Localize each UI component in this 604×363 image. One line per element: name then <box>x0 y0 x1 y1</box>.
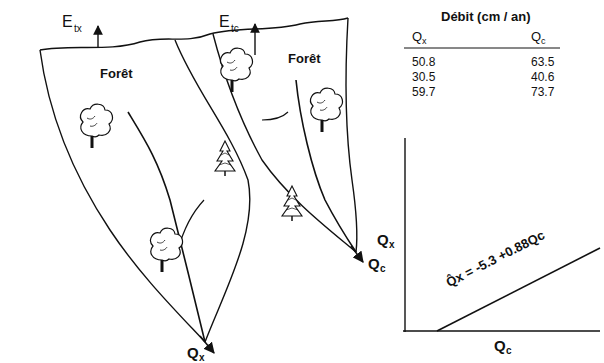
axis-label-subscript: x <box>389 240 395 250</box>
table-cell: 40.6 <box>531 71 554 83</box>
axis-label: Q <box>494 338 506 353</box>
flux-subscript: tx <box>74 24 82 34</box>
flux-symbol: E <box>62 14 73 30</box>
table-cell: 50.8 <box>412 56 435 68</box>
table-header: Q <box>531 30 541 43</box>
axis-label-subscript: c <box>506 346 512 356</box>
forest-label: Forêt <box>288 52 321 65</box>
outlet-subscript: x <box>199 353 205 363</box>
flux-subscript: tc <box>231 24 239 34</box>
axis-label: Q <box>377 232 389 247</box>
table-header: Q <box>412 30 422 43</box>
outlet-symbol: Q <box>187 345 199 360</box>
regression-equation: Q̂x = -5.3 +0.88Qc <box>444 228 546 289</box>
table-header-subscript: x <box>422 37 427 46</box>
outlet-symbol: Q <box>368 256 380 271</box>
table-cell: 63.5 <box>531 56 554 68</box>
table-title: Débit (cm / an) <box>441 10 531 23</box>
forest-label: Forêt <box>100 67 133 80</box>
table-cell: 59.7 <box>412 86 435 98</box>
table-cell: 73.7 <box>531 86 554 98</box>
outlet-subscript: c <box>380 264 386 274</box>
table-cell: 30.5 <box>412 71 435 83</box>
flux-symbol: E <box>219 14 230 30</box>
table-header-subscript: c <box>541 37 546 46</box>
